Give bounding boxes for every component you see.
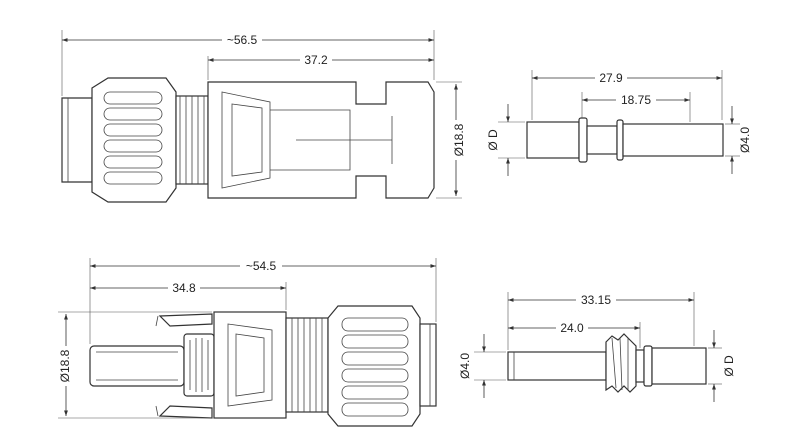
female-overall-length-label: ~54.5 <box>246 259 277 273</box>
female-socket <box>507 333 707 393</box>
male-dimensions: ~56.5 37.2 Ø18.8 <box>61 30 466 199</box>
male-pin-shaft-length-label: 18.75 <box>621 93 651 107</box>
male-pin-dimensions: 27.9 18.75 Ø D Ø4.0 <box>486 70 752 176</box>
female-body-length-label: 34.8 <box>172 281 196 295</box>
female-connector <box>89 305 437 427</box>
male-pin-wire-diameter-label: Ø D <box>486 129 500 151</box>
male-pin <box>526 117 724 163</box>
female-socket-dimensions: 33.15 24.0 Ø4.0 Ø D <box>458 292 736 402</box>
female-diameter-label: Ø18.8 <box>58 349 72 382</box>
female-socket-diameter-label: Ø4.0 <box>458 353 472 379</box>
male-connector <box>61 77 435 203</box>
female-nut-ribs <box>341 317 409 417</box>
female-socket-wire-diameter-label: Ø D <box>722 355 736 377</box>
female-dimensions: ~54.5 34.8 Ø18.8 <box>58 258 437 419</box>
female-socket-length-label: 33.15 <box>581 293 611 307</box>
male-pin-diameter-label: Ø4.0 <box>738 127 752 153</box>
male-pin-length-label: 27.9 <box>599 71 623 85</box>
male-nut-ribs <box>103 91 163 185</box>
male-body-length-label: 37.2 <box>304 53 328 67</box>
male-overall-length-label: ~56.5 <box>227 33 258 47</box>
male-diameter-label: Ø18.8 <box>452 123 466 156</box>
female-socket-tube-length-label: 24.0 <box>560 321 584 335</box>
male-thread-lines <box>179 96 205 184</box>
